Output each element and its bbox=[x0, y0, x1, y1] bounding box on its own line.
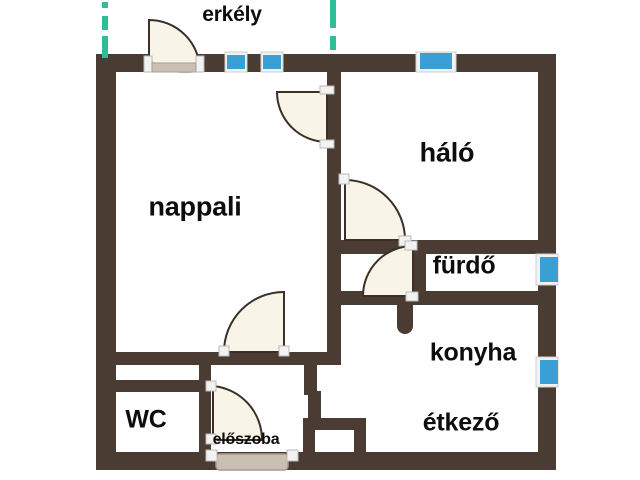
wall-living-bedroom-b bbox=[327, 146, 341, 298]
door-bathroom-jamb-bottom bbox=[405, 291, 419, 302]
door-living-bedroom-jamb-bottom bbox=[319, 139, 335, 149]
wall-bottom bbox=[96, 452, 556, 470]
door-entrance-leaf bbox=[215, 453, 289, 471]
window-bath bbox=[535, 253, 559, 286]
window-bedroom-glass bbox=[420, 53, 452, 69]
chimney-shaft bbox=[308, 391, 321, 421]
door-balcony-jamb-right bbox=[195, 55, 205, 73]
wall-bath-left bbox=[413, 246, 426, 298]
room-label-furdo: fürdő bbox=[432, 251, 496, 280]
door-balcony-threshold bbox=[151, 62, 197, 73]
door-bedroom-jamb-top bbox=[338, 173, 350, 185]
window-living-2 bbox=[260, 51, 284, 73]
door-entrance-jamb-right bbox=[286, 449, 299, 462]
room-label-wc: WC bbox=[125, 405, 167, 434]
door-eloszoba-wc-jamb-top bbox=[205, 380, 217, 392]
wall-left bbox=[96, 54, 116, 470]
room-label-erkely: erkély bbox=[202, 3, 262, 26]
wall-top-mid bbox=[283, 54, 418, 72]
door-living-hallway-swing bbox=[222, 290, 285, 353]
room-label-konyha: konyha bbox=[429, 338, 517, 367]
door-living-hallway-jamb-right bbox=[278, 345, 290, 357]
chimney-base-right bbox=[354, 418, 366, 458]
door-living-bedroom bbox=[275, 85, 335, 149]
window-living-2-glass bbox=[263, 55, 281, 69]
window-bedroom bbox=[415, 51, 457, 73]
wall-top-right bbox=[454, 54, 556, 72]
chimney-base-top bbox=[303, 418, 366, 430]
room-label-halo: háló bbox=[419, 137, 475, 168]
wall-top-mullion bbox=[247, 54, 261, 72]
wall-right-lower bbox=[538, 385, 556, 470]
door-eloszoba-wc-jamb-bottom bbox=[205, 433, 217, 445]
wall-eloszoba-right bbox=[304, 365, 317, 395]
door-living-hallway-jamb-left bbox=[218, 345, 230, 357]
door-balcony-jamb-left bbox=[143, 55, 153, 73]
window-kitchen bbox=[535, 356, 559, 388]
windows bbox=[224, 51, 559, 388]
radiator-stub-body bbox=[397, 298, 413, 334]
radiator-stub bbox=[397, 298, 413, 334]
room-label-eloszoba: előszoba bbox=[212, 431, 280, 448]
wall-wc-top bbox=[116, 380, 211, 392]
wall-living-bottom-left bbox=[116, 352, 211, 365]
wall-right-upper bbox=[538, 54, 556, 256]
window-kitchen-glass bbox=[540, 360, 558, 384]
door-eloszoba-wc bbox=[205, 380, 264, 445]
wall-right-mid bbox=[538, 283, 556, 359]
door-balcony bbox=[143, 18, 205, 74]
interior-walls bbox=[116, 72, 538, 452]
door-entrance bbox=[205, 449, 299, 471]
wall-living-hall bbox=[327, 298, 341, 358]
door-living-hallway bbox=[218, 290, 290, 357]
door-eloszoba-wc-swing bbox=[212, 384, 264, 441]
dimension-markers bbox=[102, 0, 336, 58]
window-living-1 bbox=[224, 51, 248, 73]
chimney-column bbox=[303, 391, 366, 458]
room-label-etkezo: étkező bbox=[422, 408, 500, 437]
chimney-base-left bbox=[303, 418, 315, 458]
door-entrance-jamb-left bbox=[205, 449, 218, 462]
window-living-1-glass bbox=[227, 55, 245, 69]
door-bathroom bbox=[361, 240, 419, 302]
door-bathroom-jamb-top bbox=[404, 240, 418, 251]
window-bath-glass bbox=[540, 257, 558, 282]
wall-living-bottom-right bbox=[211, 352, 341, 365]
door-living-bedroom-jamb-top bbox=[319, 85, 335, 95]
wall-living-bedroom-a bbox=[327, 72, 341, 146]
room-label-nappali: nappali bbox=[148, 191, 242, 222]
